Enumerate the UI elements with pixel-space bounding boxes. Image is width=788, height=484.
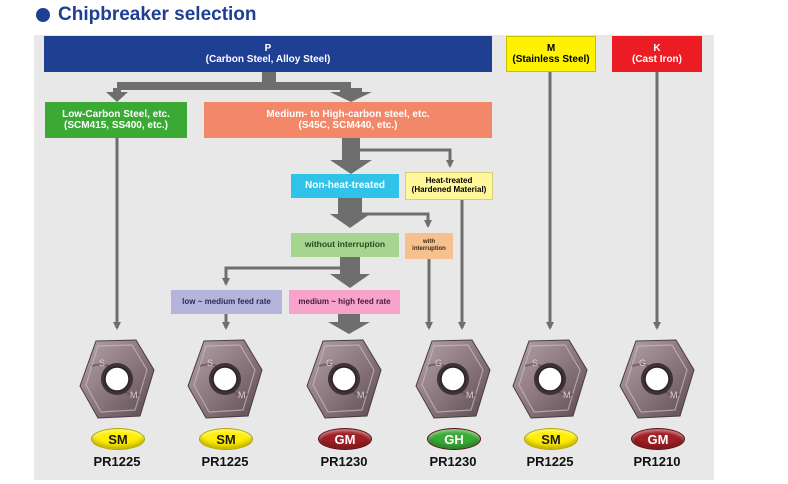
svg-text:M: M — [466, 390, 474, 400]
heat-treated-box: Heat-treated (Hardened Material) — [405, 172, 493, 200]
non-heat-label: Non-heat-treated — [304, 180, 385, 192]
svg-text:S: S — [532, 358, 538, 368]
heat-treated-label: Heat-treated — [425, 176, 473, 186]
k-sublabel: (Cast Iron) — [632, 54, 682, 65]
medium-high-carbon-box: Medium- to High-carbon steel, etc. (S45C… — [204, 102, 492, 138]
svg-text:M: M — [357, 390, 365, 400]
without-interruption-box: without interruption — [291, 233, 399, 257]
non-heat-treated-box: Non-heat-treated — [291, 174, 399, 198]
p-label: P — [264, 42, 272, 54]
category-m-box: M (Stainless Steel) — [506, 36, 596, 72]
svg-text:S: S — [99, 358, 105, 368]
title-text: Chipbreaker selection — [58, 4, 257, 25]
chipbreaker-badge-gm: GM — [631, 428, 685, 450]
arrow-nh-down — [338, 198, 362, 216]
arrowhead-to-gm — [328, 322, 370, 334]
svg-text:M: M — [670, 390, 678, 400]
m-sublabel: (Stainless Steel) — [512, 54, 590, 65]
medium-high-examples: (S45C, SCM440, etc.) — [298, 120, 398, 131]
insert-sm-icon: SM — [187, 339, 263, 419]
arrow-wi-down — [340, 257, 360, 275]
arrowhead-to-without — [330, 214, 370, 228]
chipbreaker-badge-gh: GH — [427, 428, 481, 450]
insert-sm-icon: SM — [79, 339, 155, 419]
arrow-wi-to-lm — [222, 266, 350, 286]
with-interruption-label-2: interruption — [412, 246, 446, 252]
arrow-p-down — [262, 72, 276, 84]
arrowhead-to-non-heat — [330, 160, 372, 174]
low-carbon-box: Low-Carbon Steel, etc. (SCM415, SS400, e… — [45, 102, 187, 138]
bullet-icon — [36, 8, 50, 22]
svg-text:M: M — [238, 390, 246, 400]
svg-text:G: G — [639, 358, 646, 368]
category-p-box: P (Carbon Steel, Alloy Steel) — [44, 36, 492, 72]
arrowhead-to-medium-high — [330, 92, 372, 102]
grade-label: PR1225 — [93, 454, 141, 469]
category-k-box: K (Cast Iron) — [612, 36, 702, 72]
low-carbon-label: Low-Carbon Steel, etc. — [62, 108, 170, 120]
section-title: Chipbreaker selection — [36, 4, 257, 26]
m-label: M — [546, 42, 556, 54]
arrow-mh-to-heat-treated — [352, 148, 454, 168]
svg-text:S: S — [207, 358, 213, 368]
grade-label: PR1225 — [526, 454, 574, 469]
medium-high-feed-box: medium ~ high feed rate — [289, 290, 400, 314]
svg-text:M: M — [563, 390, 571, 400]
chipbreaker-badge-gm: GM — [318, 428, 372, 450]
with-interruption-label-1: with — [423, 239, 435, 246]
insert-gm-icon: GM — [306, 339, 382, 419]
low-carbon-examples: (SCM415, SS400, etc.) — [64, 120, 168, 131]
arrow-nh-to-with — [350, 212, 432, 228]
arrowhead-to-low-carbon — [106, 92, 128, 102]
heat-treated-sublabel: (Hardened Material) — [411, 185, 487, 194]
arrowhead-to-mhf — [330, 274, 370, 288]
grade-label: PR1210 — [633, 454, 681, 469]
chipbreaker-badge-sm: SM — [91, 428, 145, 450]
chipbreaker-badge-sm: SM — [524, 428, 578, 450]
medium-high-feed-label: medium ~ high feed rate — [298, 296, 391, 306]
chipbreaker-badge-sm: SM — [199, 428, 253, 450]
svg-text:G: G — [435, 358, 442, 368]
arrow-split-bar — [117, 82, 351, 90]
svg-text:G: G — [326, 358, 333, 368]
insert-gm-icon: GM — [619, 339, 695, 419]
low-medium-feed-box: low ~ medium feed rate — [171, 290, 282, 314]
medium-high-label: Medium- to High-carbon steel, etc. — [266, 108, 430, 120]
insert-gh-icon: GM — [415, 339, 491, 419]
p-sublabel: (Carbon Steel, Alloy Steel) — [205, 54, 331, 65]
insert-sm-icon: SM — [512, 339, 588, 419]
grade-label: PR1225 — [201, 454, 249, 469]
grade-label: PR1230 — [429, 454, 477, 469]
k-label: K — [653, 42, 661, 54]
low-medium-feed-label: low ~ medium feed rate — [182, 296, 271, 306]
svg-text:M: M — [130, 390, 138, 400]
without-interruption-label: without interruption — [304, 239, 386, 250]
grade-label: PR1230 — [320, 454, 368, 469]
arrow-mh-down — [342, 138, 360, 162]
with-interruption-box: with interruption — [405, 233, 453, 259]
arrow-mhf-down — [338, 314, 360, 324]
